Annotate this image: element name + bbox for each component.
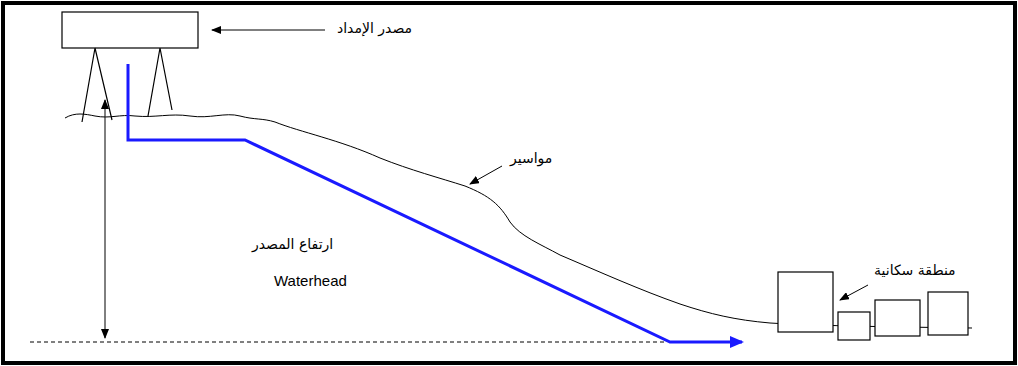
datum-line	[30, 342, 665, 343]
leader-line	[212, 30, 325, 31]
supply-tank	[62, 12, 198, 48]
height-label-english: Waterhead	[272, 272, 349, 290]
height-label: ارتفاع المصدر	[250, 236, 335, 253]
building	[778, 272, 833, 332]
height-dimension	[105, 100, 106, 338]
area-label: منطقة سكانية	[872, 262, 958, 279]
building	[838, 312, 870, 340]
source-label: مصدر الإمداد	[335, 20, 414, 37]
building	[875, 300, 920, 336]
building	[928, 292, 968, 335]
pipes-label: مواسير	[508, 150, 554, 167]
leader-line	[470, 166, 502, 184]
water-pipe	[128, 64, 742, 342]
frame	[3, 3, 1015, 363]
leader-line	[840, 285, 868, 300]
ground-profile	[65, 114, 972, 328]
